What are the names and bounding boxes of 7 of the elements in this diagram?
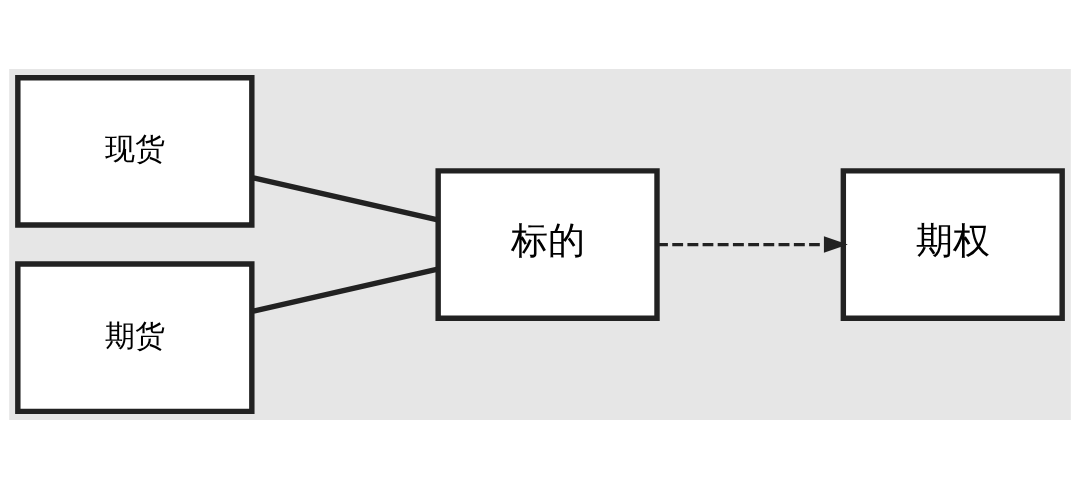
connector xyxy=(251,265,439,314)
node-box: 现货 xyxy=(15,74,255,228)
node-box: 期货 xyxy=(15,260,255,414)
connector xyxy=(251,174,439,223)
arrow xyxy=(657,235,848,253)
node-box: 期权 xyxy=(840,167,1065,321)
node-box: 标的 xyxy=(435,167,660,321)
